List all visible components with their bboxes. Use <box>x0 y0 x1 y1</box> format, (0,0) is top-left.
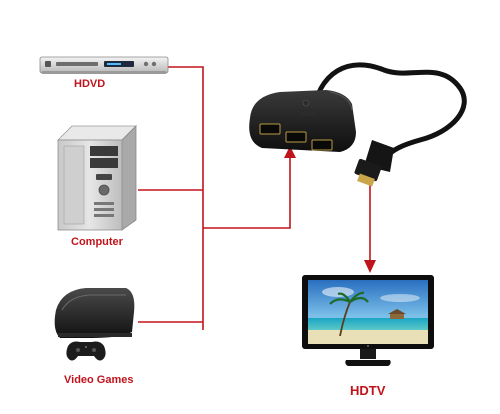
gamepad-icon <box>66 341 106 361</box>
hdmi-port-3-icon <box>311 139 333 151</box>
monitor-icon <box>302 275 434 366</box>
label-hdtv: HDTV <box>350 383 386 398</box>
line-to-switch <box>203 156 291 229</box>
label-hdvd: HDVD <box>74 78 106 90</box>
connector-lines <box>138 66 371 330</box>
arrow-to-switch-icon <box>284 146 296 158</box>
arrow-to-tv-icon <box>364 260 376 273</box>
hdmi-switch-icon <box>249 62 467 187</box>
hdmi-port-2-icon <box>285 131 307 143</box>
hdmi-plug-icon <box>354 140 394 187</box>
label-computer: Computer <box>71 236 123 248</box>
desktop-computer-icon <box>57 125 137 231</box>
screen-beach-image <box>308 280 428 344</box>
hdmi-port-1-icon <box>259 123 281 135</box>
line-hdvd <box>168 66 204 330</box>
game-console-icon <box>54 288 135 361</box>
dvd-player-icon <box>39 56 169 74</box>
label-video-games: Video Games <box>64 374 134 386</box>
